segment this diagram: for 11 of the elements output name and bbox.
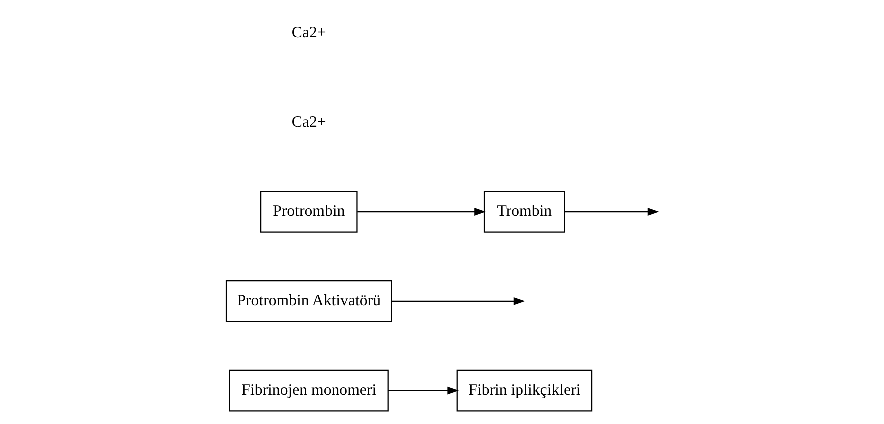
label: Ca2+ (291, 114, 326, 131)
node-box: Trombin (483, 191, 565, 233)
label: Ca2+ (291, 24, 326, 42)
arrow (357, 208, 486, 216)
node-box: Fibrin iplikçikleri (456, 370, 592, 412)
arrow (388, 386, 458, 395)
arrow (391, 297, 525, 306)
node-box: Protrombin Aktivatörü (225, 280, 392, 322)
arrow (564, 208, 659, 216)
node-box: Fibrinojen monomeri (228, 370, 388, 412)
node-box: Protrombin (260, 191, 358, 233)
